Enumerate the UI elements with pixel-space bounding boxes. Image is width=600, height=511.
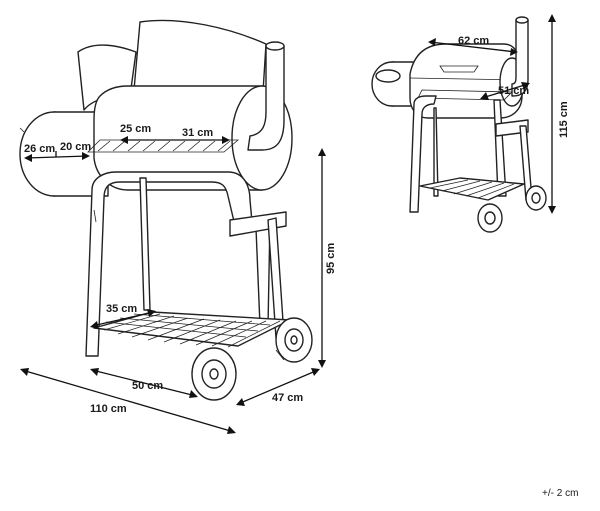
dim-depth: 47 cm xyxy=(236,368,320,406)
small-lid-handle xyxy=(439,65,479,73)
dim-firebox: 26 cm 20 cm xyxy=(24,141,91,162)
front-crossbar xyxy=(229,211,287,237)
dim-total-width: 110 cm xyxy=(20,368,236,434)
dim-total-height: 115 cm xyxy=(548,14,570,214)
label-total-height: 115 cm xyxy=(558,101,570,138)
label-firebox-depth: 26 cm xyxy=(24,143,55,155)
label-firebox-width: 20 cm xyxy=(60,141,91,153)
chimney xyxy=(247,45,285,151)
label-height: 95 cm xyxy=(325,243,337,274)
label-legs-width: 50 cm xyxy=(132,380,163,392)
dim-height: 95 cm xyxy=(318,148,337,368)
label-chamber-depth: 51 cm xyxy=(498,85,529,97)
wheel-front xyxy=(191,347,237,401)
label-shelf-depth: 35 cm xyxy=(106,303,137,315)
label-depth: 47 cm xyxy=(272,392,303,404)
dim-chamber-depth: 51 cm xyxy=(480,82,530,100)
dim-legs-width: 50 cm xyxy=(90,368,198,398)
label-grill-width: 31 cm xyxy=(182,127,213,139)
small-grill-drawing xyxy=(371,16,547,233)
label-total-width: 110 cm xyxy=(90,403,127,415)
rear-leg xyxy=(139,177,151,311)
label-grill-depth: 25 cm xyxy=(120,123,151,135)
large-grill-drawing xyxy=(19,19,313,401)
dim-shelf: 35 cm xyxy=(90,303,156,329)
dim-chamber-width: 62 cm xyxy=(428,35,518,56)
tolerance-note: +/- 2 cm xyxy=(542,488,578,499)
dim-grill: 25 cm 31 cm xyxy=(120,123,230,144)
label-chamber-width: 62 cm xyxy=(458,35,489,47)
wheel-rear xyxy=(275,317,313,363)
